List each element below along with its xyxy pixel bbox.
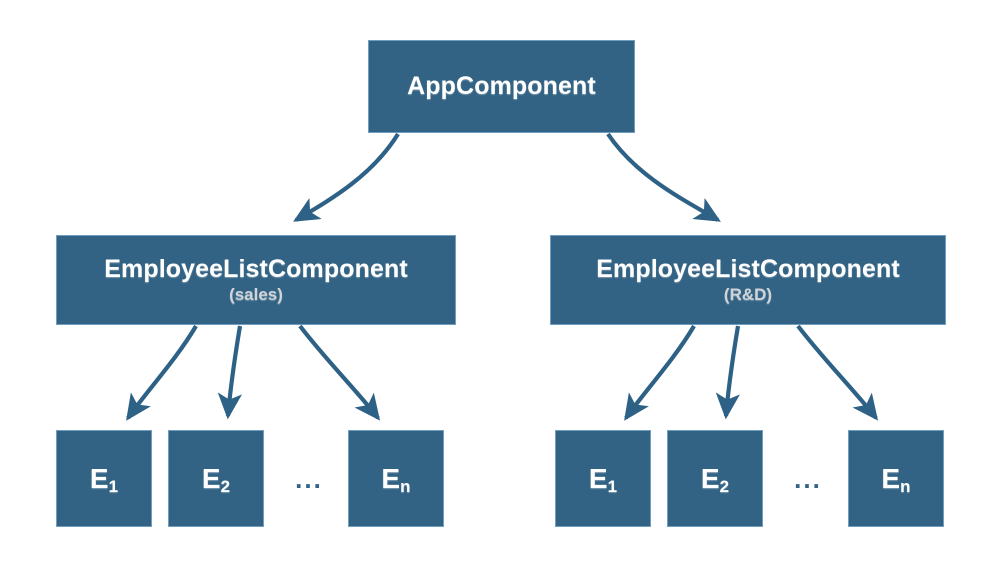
- node-leaf-rnd-en-label: En: [881, 462, 911, 496]
- edge-branch-right-to-leaf-1: [624, 324, 696, 421]
- node-employee-list-component-sales-sublabel: (sales): [229, 284, 283, 304]
- edge-branch-left-to-leaf-1: [126, 324, 198, 421]
- leaf-letter: E: [89, 462, 109, 494]
- ellipsis-rnd: ...: [794, 464, 822, 494]
- node-employee-list-component-rnd-label: EmployeeListComponent: [596, 255, 900, 284]
- node-app-component-label: AppComponent: [407, 72, 596, 101]
- node-leaf-sales-en-label: En: [381, 462, 411, 496]
- leaf-subscript: 1: [108, 476, 119, 496]
- leaf-letter: E: [700, 462, 720, 494]
- node-employee-list-component-rnd-sublabel: (R&D): [723, 284, 773, 304]
- leaf-letter: E: [588, 462, 608, 494]
- leaf-subscript: 2: [220, 476, 231, 496]
- edge-branch-right-to-leaf-2: [715, 325, 741, 420]
- node-leaf-rnd-e2-label: E2: [700, 462, 730, 496]
- node-leaf-sales-en[interactable]: En: [348, 430, 444, 527]
- leaf-subscript: n: [900, 476, 911, 496]
- leaf-subscript: 2: [719, 476, 730, 496]
- edge-branch-right-to-leaf-3: [796, 324, 879, 421]
- edge-root-to-branch-right: [606, 132, 721, 222]
- node-employee-list-component-sales[interactable]: EmployeeListComponent (sales): [56, 235, 456, 325]
- node-leaf-sales-e2-label: E2: [201, 462, 231, 496]
- edge-branch-left-to-leaf-2: [217, 325, 243, 420]
- node-leaf-rnd-e2[interactable]: E2: [667, 430, 763, 527]
- ellipsis-sales: ...: [295, 464, 323, 494]
- node-leaf-rnd-e1[interactable]: E1: [555, 430, 651, 527]
- leaf-letter: E: [201, 462, 221, 494]
- edge-root-to-branch-left: [293, 132, 400, 222]
- node-leaf-sales-e1-label: E1: [89, 462, 119, 496]
- leaf-subscript: 1: [607, 476, 618, 496]
- leaf-letter: E: [381, 462, 401, 494]
- edge-branch-left-to-leaf-3: [298, 324, 381, 421]
- node-employee-list-component-sales-label: EmployeeListComponent: [104, 255, 408, 284]
- node-employee-list-component-rnd[interactable]: EmployeeListComponent (R&D): [550, 235, 946, 325]
- leaf-subscript: n: [400, 476, 411, 496]
- node-leaf-sales-e2[interactable]: E2: [168, 430, 264, 527]
- node-leaf-rnd-en[interactable]: En: [848, 430, 944, 527]
- node-leaf-sales-e1[interactable]: E1: [56, 430, 152, 527]
- leaf-letter: E: [881, 462, 901, 494]
- node-app-component[interactable]: AppComponent: [368, 40, 635, 133]
- node-leaf-rnd-e1-label: E1: [588, 462, 618, 496]
